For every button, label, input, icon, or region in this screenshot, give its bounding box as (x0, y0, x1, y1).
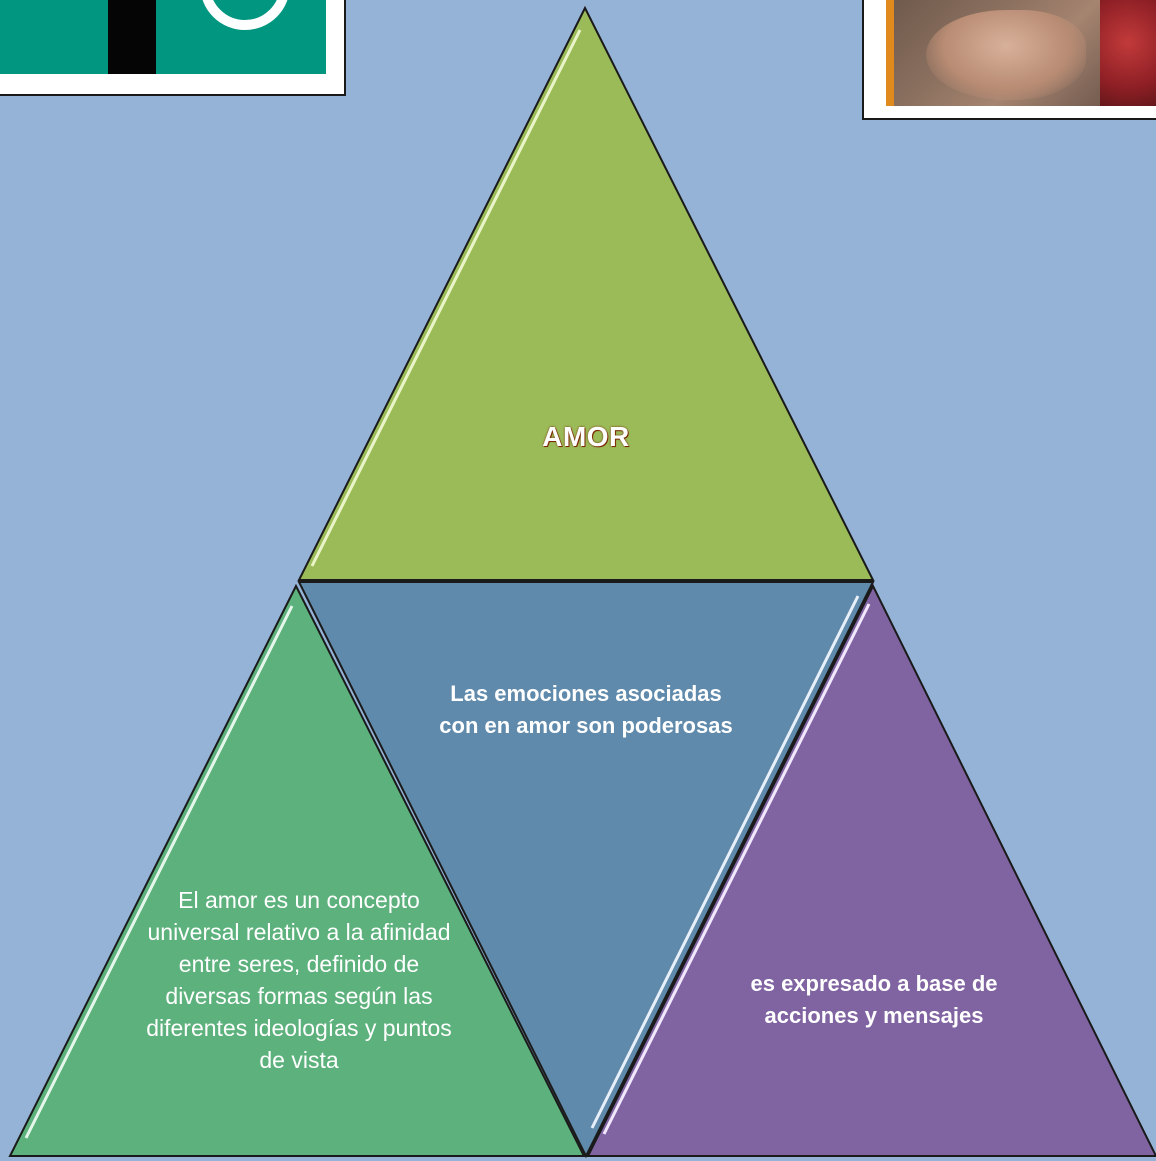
hand-shape (926, 10, 1086, 100)
black-bar-shape (108, 0, 156, 74)
red-sleeve-shape (1100, 0, 1156, 106)
top-triangle-highlight (310, 29, 582, 567)
hand-photo (886, 0, 1156, 106)
right-triangle (586, 583, 1156, 1157)
photo-frame-top-left (0, 0, 346, 96)
center-triangle-label: Las emociones asociadas con en amor son … (439, 681, 733, 738)
center-triangle-highlight (590, 595, 860, 1129)
right-triangle-highlight (602, 603, 871, 1135)
photo-frame-top-right (862, 0, 1156, 120)
teal-black-photo (0, 0, 326, 74)
center-triangle (297, 581, 875, 1159)
left-triangle-highlight (24, 605, 294, 1139)
top-triangle-label: AMOR (542, 421, 630, 452)
left-triangle-label: El amor es un concepto universal relativ… (146, 887, 452, 1073)
top-triangle (297, 5, 875, 581)
right-triangle-label: es expresado a base de acciones y mensaj… (750, 971, 998, 1028)
left-triangle (8, 583, 586, 1157)
